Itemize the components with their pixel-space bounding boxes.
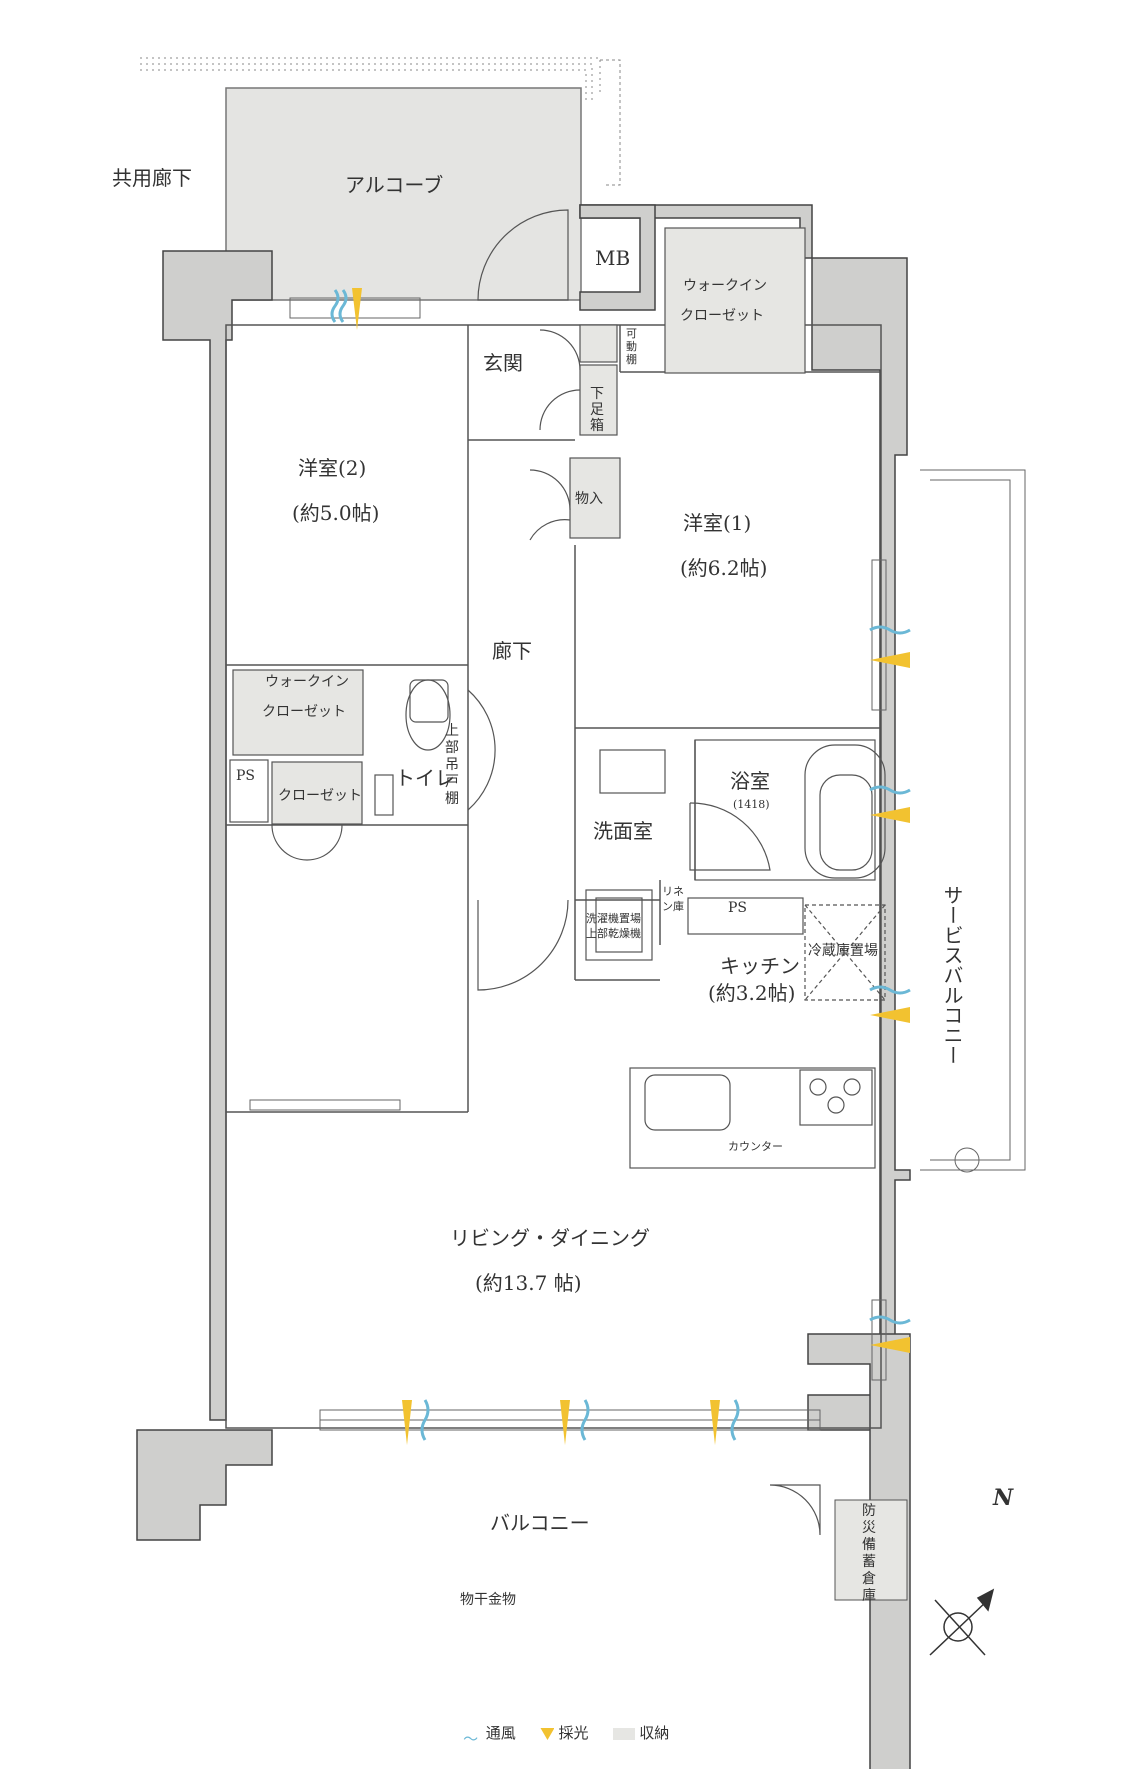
label-counter: カウンター — [728, 1140, 783, 1153]
label-linen-2: ン庫 — [662, 899, 684, 913]
label-upper-shelf-5: 棚 — [445, 791, 459, 807]
label-upper-shelf-1: 上 — [445, 723, 459, 739]
label-room1-name: 洋室(1) — [683, 511, 751, 535]
label-bath-size: (1418) — [733, 798, 770, 811]
disaster-storage-label: 防 災 備 蓄 倉 庫 — [862, 1503, 876, 1604]
label-service-balcony: サービスバルコニー — [940, 885, 964, 1065]
label-upper-shelf-2: 部 — [445, 740, 459, 756]
svg-text:倉: 倉 — [862, 1571, 876, 1587]
label-kitchen-size: (約3.2帖) — [708, 981, 795, 1005]
label-washroom: 洗面室 — [593, 819, 653, 843]
alcove-area — [140, 57, 621, 301]
label-clothes-rack: 物干金物 — [460, 1592, 516, 1608]
label-wic-top-2: クローゼット — [680, 308, 764, 324]
walls — [136, 204, 911, 1769]
svg-text:災: 災 — [862, 1520, 876, 1536]
label-balcony: バルコニー — [490, 1511, 590, 1535]
label-living-name: リビング・ダイニング — [450, 1226, 650, 1250]
wave-icon: 〜 — [463, 1730, 479, 1748]
legend-airflow: 〜通風 — [460, 1724, 521, 1748]
legend-storage: 収納 — [613, 1724, 669, 1742]
label-movable-shelf-1: 可 — [626, 327, 637, 340]
label-entrance: 玄関 — [483, 351, 523, 375]
label-fridge: 冷蔵庫置場 — [808, 942, 878, 959]
label-wic-mid-2: クローゼット — [262, 704, 346, 720]
light-wedge-icon — [540, 1728, 555, 1740]
label-ps-left: PS — [236, 768, 255, 784]
label-upper-shelf-4: 戸 — [445, 774, 459, 790]
label-toilet: トイレ — [395, 766, 455, 790]
label-mb: MB — [595, 246, 630, 270]
label-movable-shelf-3: 棚 — [626, 352, 637, 366]
label-bath-name: 浴室 — [730, 769, 770, 793]
label-shoe-box-3: 箱 — [590, 418, 604, 434]
label-hallway: 廊下 — [492, 639, 532, 663]
label-ps-kitchen: PS — [728, 900, 747, 916]
airflow-light-markers — [330, 288, 911, 1445]
label-laundry-2: 上部乾燥機 — [586, 926, 641, 940]
compass — [929, 1588, 995, 1656]
label-room1-size: (約6.2帖) — [680, 556, 767, 580]
label-linen-1: リネ — [662, 885, 684, 898]
svg-text:庫: 庫 — [862, 1587, 876, 1604]
legend-light: 採光 — [540, 1724, 593, 1742]
label-shoe-box-1: 下 — [590, 386, 604, 402]
label-laundry-1: 洗濯機置場 — [586, 911, 641, 925]
label-storage: 物入 — [575, 491, 603, 507]
label-movable-shelf-2: 動 — [626, 339, 637, 353]
label-alcove: アルコーブ — [345, 173, 443, 197]
label-upper-shelf-3: 吊 — [445, 757, 459, 773]
label-wic-mid-1: ウォークイン — [265, 674, 349, 690]
label-common-corridor: 共用廊下 — [112, 166, 192, 190]
label-room2-name: 洋室(2) — [298, 456, 366, 480]
doors — [271, 209, 821, 1536]
svg-text:防: 防 — [862, 1503, 876, 1519]
label-kitchen-name: キッチン — [720, 954, 800, 978]
legend: 〜通風 採光 収納 — [0, 1722, 1129, 1748]
storage-swatch-icon — [613, 1728, 636, 1740]
compass-north-label: N — [992, 1485, 1014, 1511]
svg-text:蓄: 蓄 — [862, 1554, 876, 1570]
label-shoe-box-2: 足 — [590, 402, 604, 418]
room-labels: アルコーブ 共用廊下 MB ウォークイン クローゼット 可 動 棚 玄関 下 足… — [112, 166, 878, 1608]
windows — [249, 297, 1026, 1601]
svg-text:備: 備 — [862, 1537, 876, 1553]
fixtures — [374, 679, 886, 1169]
label-living-size: (約13.7 帖) — [475, 1271, 582, 1295]
label-closet: クローゼット — [278, 788, 362, 804]
interior-lines — [225, 324, 882, 1429]
storage-areas — [229, 227, 806, 825]
label-room2-size: (約5.0帖) — [292, 501, 379, 525]
label-wic-top-1: ウォークイン — [683, 278, 767, 294]
